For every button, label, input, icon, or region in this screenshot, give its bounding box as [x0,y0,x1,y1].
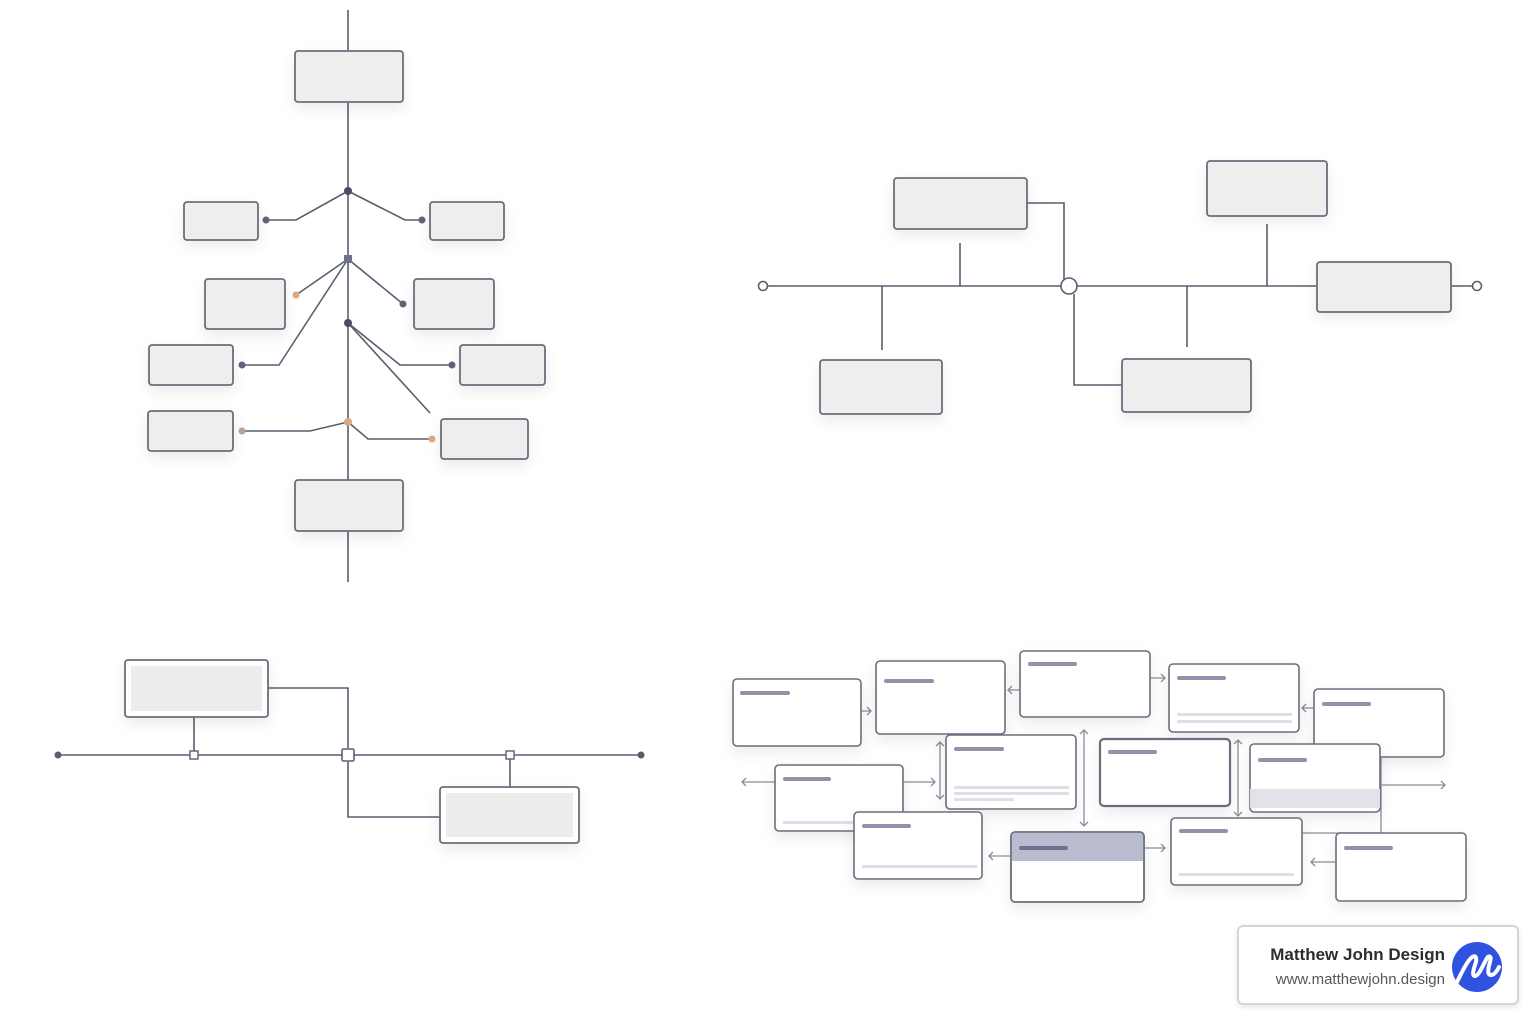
connector-dot [262,216,270,224]
tree-leaf-node[interactable] [294,479,404,532]
flow-card[interactable] [875,660,1006,735]
horizontal-timeline-diagram [767,202,1472,386]
arrow-left [1301,703,1313,713]
branch-connector [266,190,349,221]
flow-card[interactable] [1170,817,1303,886]
branch-connector [347,322,431,414]
branch-connector [295,258,349,296]
axis-hub-square [341,748,355,762]
arrow-vertical [1079,729,1089,827]
junction-dot [344,319,352,327]
vertical-tree-boxes [147,50,546,532]
flow-card[interactable] [945,734,1077,810]
connector-dot [292,291,300,299]
tree-node[interactable] [413,278,495,330]
arrow-right [1144,843,1166,853]
timeline-connector [1073,294,1122,386]
tree-node[interactable] [204,278,286,330]
timeline-hub-node [1060,277,1078,295]
tree-node[interactable] [429,201,505,241]
flow-card[interactable] [1019,650,1151,718]
connector-dot [238,427,246,435]
branch-connector [347,258,404,305]
flow-card[interactable] [1098,737,1232,808]
arrow-left [1310,857,1335,867]
arrow-right [1381,780,1446,790]
elbow-connector [347,762,440,818]
node-inner-fill [446,793,573,837]
junction-dot [344,187,352,195]
brand-name: Matthew John Design [1270,945,1445,964]
arrow-left [1007,685,1020,695]
flow-card[interactable] [1313,688,1445,758]
timeline-node[interactable] [1206,160,1328,217]
connector-dot [399,300,407,308]
tree-root-node[interactable] [294,50,404,103]
tree-node[interactable] [148,344,234,386]
flow-card[interactable] [1249,743,1381,813]
arrow-right [903,777,936,787]
arrow-right [1150,673,1166,683]
timeline-node[interactable] [819,359,943,415]
vertical-tree-diagram [242,10,452,582]
flow-card[interactable] [1168,663,1300,733]
flow-card[interactable] [853,811,983,880]
arrow-left [988,851,1010,861]
node-inner-fill [131,666,262,711]
tree-node[interactable] [459,344,546,386]
connector-dot [428,435,436,443]
elbow-connector [268,687,349,748]
tree-node[interactable] [183,201,259,241]
junction-dot [344,418,352,426]
tree-node[interactable] [147,410,234,452]
branch-connector [347,421,432,440]
arrow-left [741,777,775,787]
timeline-node[interactable] [893,177,1028,230]
timeline-boxes [819,160,1452,415]
timeline-endpoints [757,277,1483,295]
connector-dot [418,216,426,224]
connector-dot [448,361,456,369]
timeline-start-node [757,280,769,292]
flow-card-highlighted[interactable] [1010,831,1145,903]
simple-line-boxes [124,659,580,844]
card-flow-cards [732,650,1467,903]
timeline-node[interactable] [1316,261,1452,313]
connector-dot [238,361,246,369]
axis-end-dot [54,751,62,759]
branch-connector [242,421,349,432]
vertical-tree-joints [238,187,456,443]
mj-monogram-logo-icon [1452,942,1502,992]
brand-badge[interactable]: Matthew John Design www.matthewjohn.desi… [1237,925,1519,1005]
card-flow-arrows [741,673,1446,867]
axis-marker-square [505,750,515,760]
tree-node[interactable] [440,418,529,460]
branch-connector [347,322,452,366]
timeline-node[interactable] [1121,358,1252,413]
junction-square [344,255,352,263]
brand-url[interactable]: www.matthewjohn.design [1275,971,1445,988]
arrow-right [861,706,872,716]
simple-line-markers [54,748,645,762]
axis-marker-square [189,750,199,760]
timeline-end-node [1471,280,1483,292]
timeline-connector [1027,202,1065,280]
arrow-vertical [1233,739,1243,817]
branch-connector [347,190,422,221]
axis-end-dot [637,751,645,759]
flow-card[interactable] [1335,832,1467,902]
flow-card[interactable] [732,678,862,747]
branch-connector [242,258,349,366]
arrow-vertical [935,741,945,800]
